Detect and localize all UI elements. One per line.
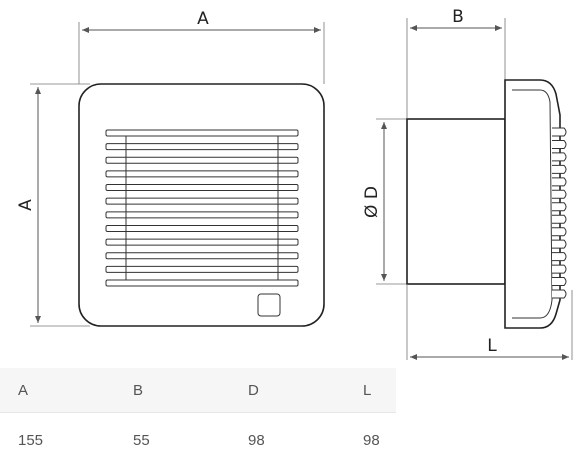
grille-slat xyxy=(106,144,298,150)
side-grille-tooth xyxy=(552,153,566,161)
front-width-label: A xyxy=(197,9,209,29)
fan-dimension-drawing: A A B Ø D xyxy=(0,0,586,360)
side-grille-tooth xyxy=(552,178,566,186)
front-height-label: A xyxy=(16,199,36,211)
value-d: 98 xyxy=(230,413,345,461)
grille-slat xyxy=(106,157,298,163)
side-grille-tooth xyxy=(552,278,566,286)
side-grille-tooth xyxy=(552,128,566,136)
value-a: 155 xyxy=(0,413,115,461)
side-grille-tooth xyxy=(552,215,566,223)
column-header-a: A xyxy=(0,368,115,413)
front-view: A A xyxy=(16,9,324,326)
side-grille-tooth xyxy=(552,240,566,248)
side-grille-tooth xyxy=(552,290,566,298)
grille-slat xyxy=(106,171,298,177)
table-row: 155 55 98 98 xyxy=(0,413,396,461)
dimensions-table: A B D L 155 55 98 98 xyxy=(0,368,396,461)
switch-button xyxy=(258,294,280,316)
side-grille-tooth xyxy=(552,265,566,273)
grille-slat xyxy=(106,280,298,286)
grille-slat xyxy=(106,225,298,231)
spigot-tube xyxy=(407,119,505,284)
faceplate xyxy=(79,84,324,326)
side-grille-tooth xyxy=(552,190,566,198)
grille-slat xyxy=(106,212,298,218)
grille-slat xyxy=(106,239,298,245)
side-grille-tooth xyxy=(552,203,566,211)
total-length-label: L xyxy=(487,336,497,356)
grille-slat xyxy=(106,130,298,136)
column-header-l: L xyxy=(345,368,396,413)
column-header-d: D xyxy=(230,368,345,413)
column-header-b: B xyxy=(115,368,230,413)
grille-slat xyxy=(106,253,298,259)
grille-slat xyxy=(106,266,298,272)
side-view: B Ø D L xyxy=(362,7,572,360)
side-grille-tooth xyxy=(552,253,566,261)
diameter-label: Ø D xyxy=(362,186,382,218)
side-grille-tooth xyxy=(552,165,566,173)
value-b: 55 xyxy=(115,413,230,461)
side-depth-label: B xyxy=(452,7,464,27)
side-grille-tooth xyxy=(552,228,566,236)
side-grille-tooth xyxy=(552,140,566,148)
value-l: 98 xyxy=(345,413,396,461)
grille-slat xyxy=(106,185,298,191)
grille-slat xyxy=(106,198,298,204)
table-header-row: A B D L xyxy=(0,368,396,413)
